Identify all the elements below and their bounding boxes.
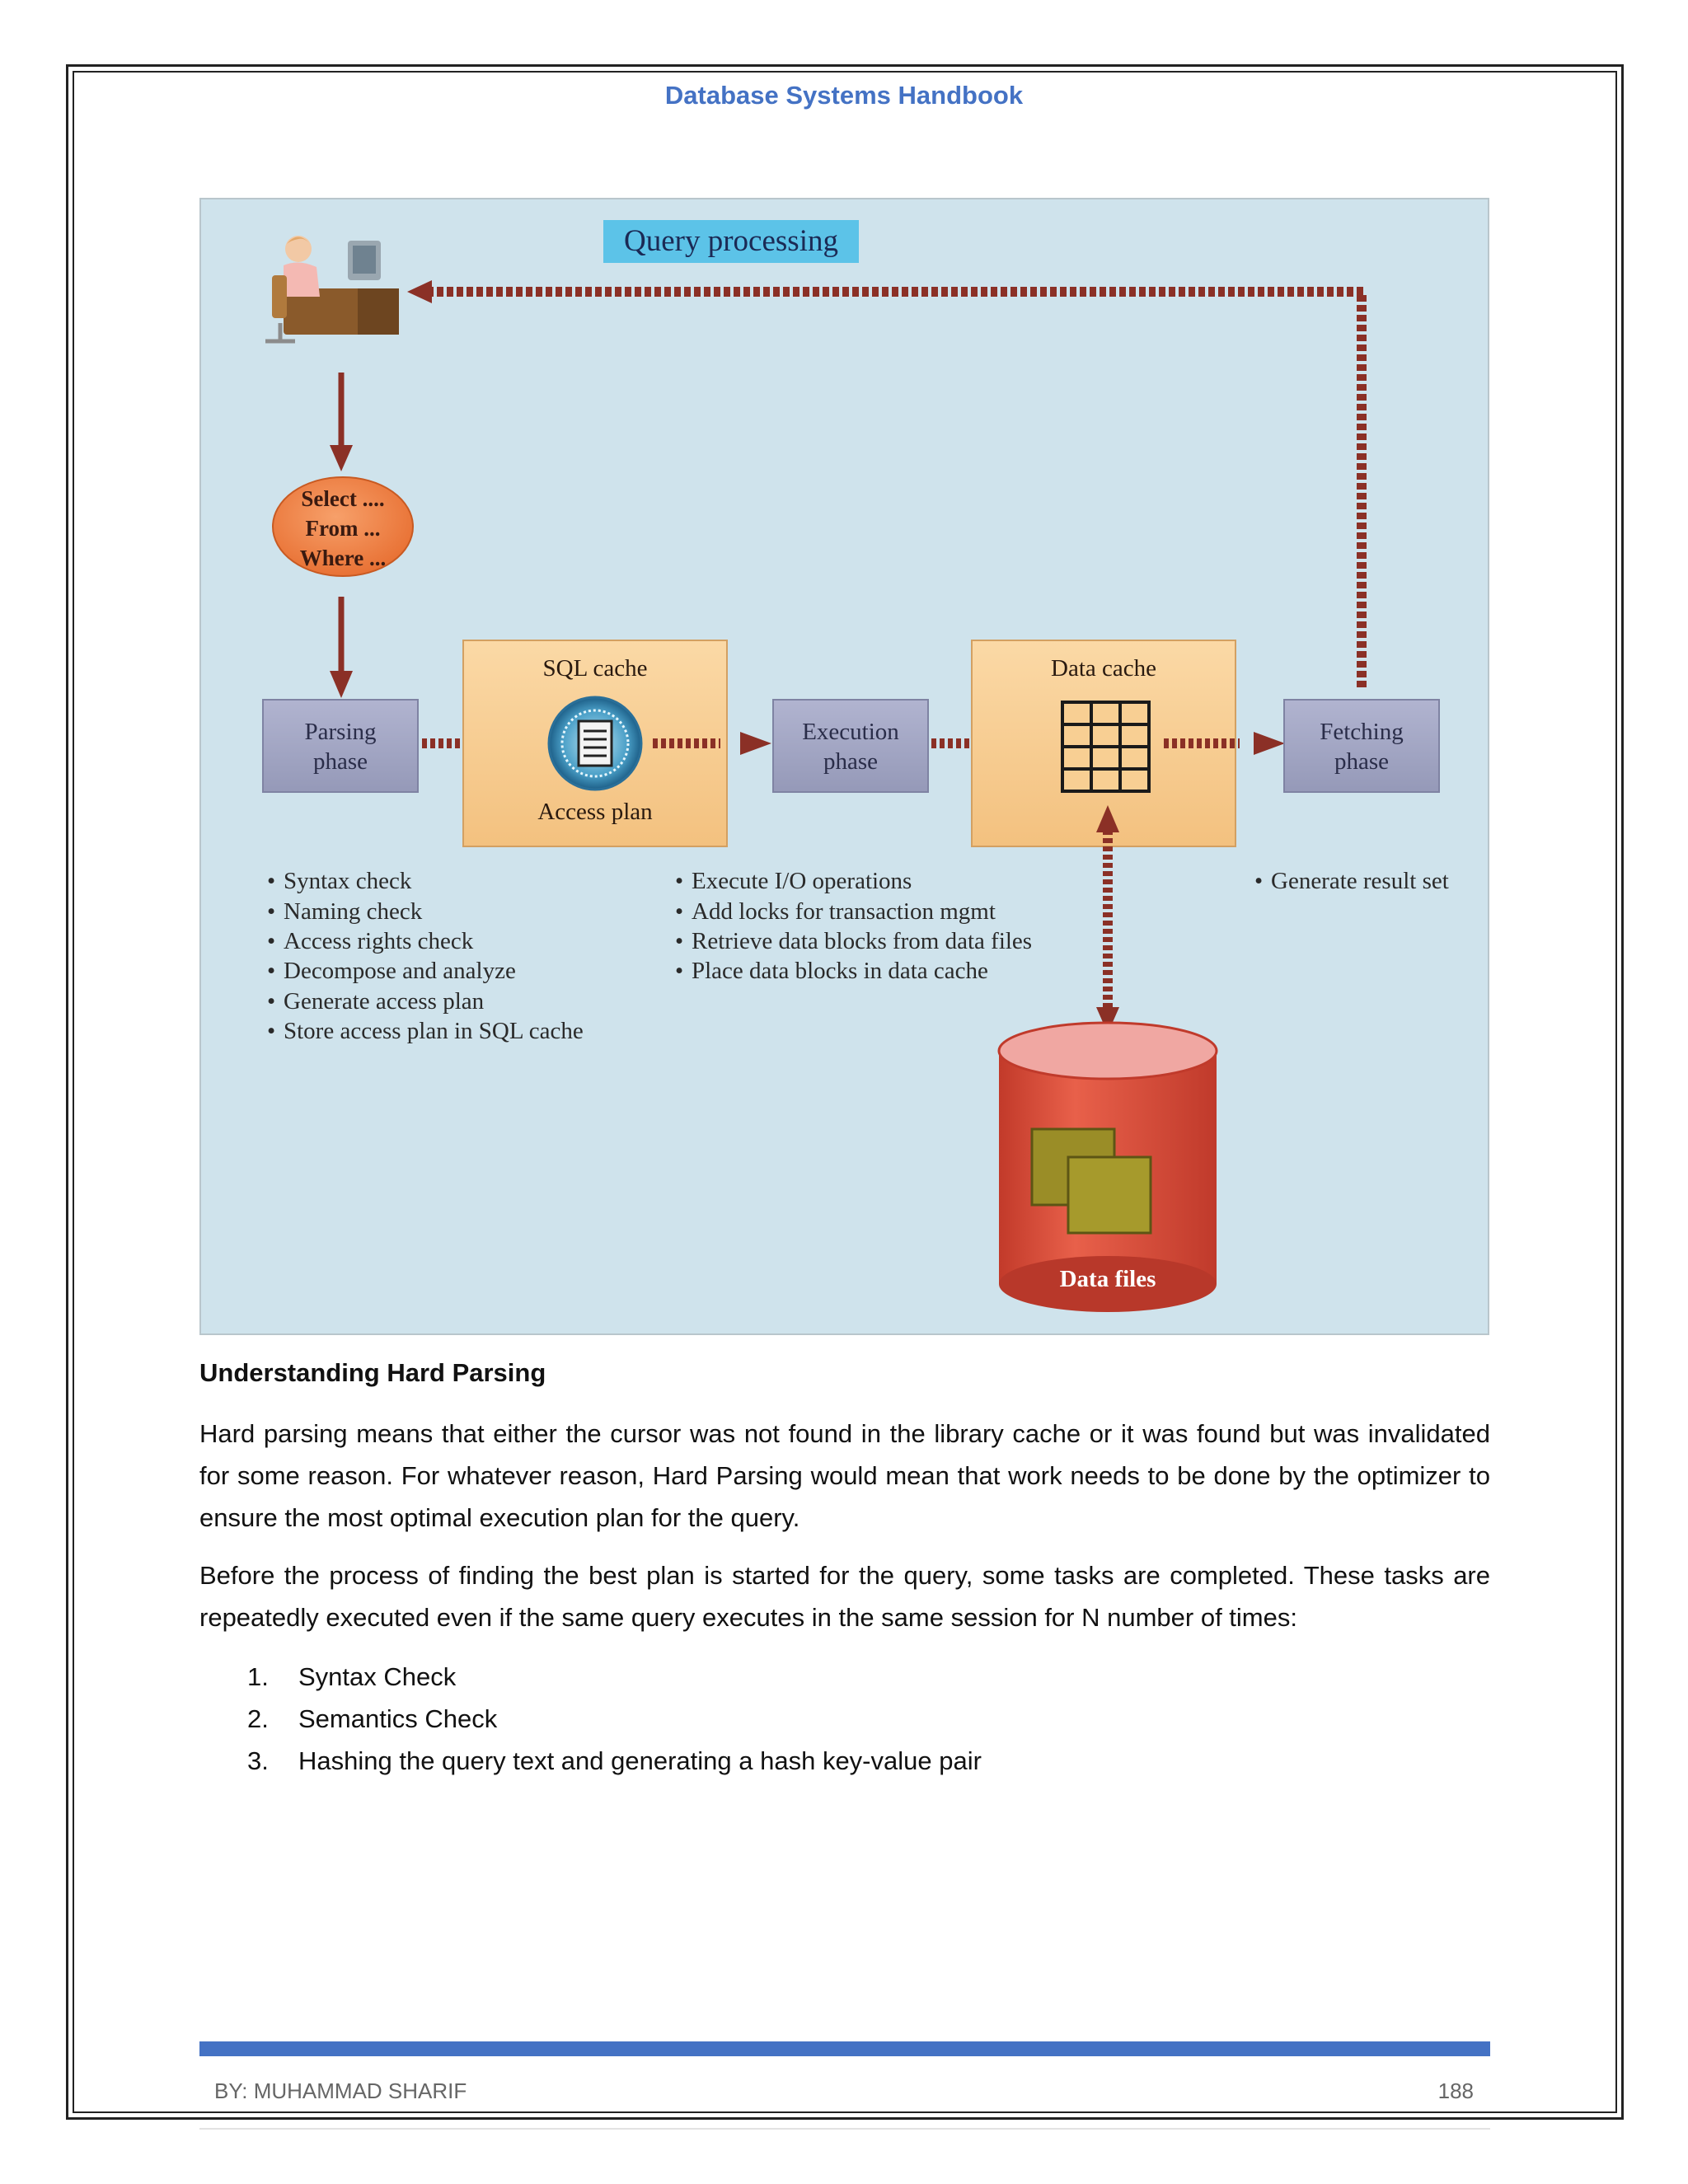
parsing-bullet: Store access plan in SQL cache [284,1018,584,1044]
list-item-number: 3. [247,1746,269,1775]
svg-text:•: • [675,928,683,954]
parsing-bullet: Naming check [284,898,423,925]
fetching-bullet: Generate result set [1271,868,1449,894]
list-item-text: Semantics Check [298,1704,498,1733]
sql-line-select: Select .... [301,486,384,511]
fetching-bullets: • Generate result set [1254,868,1449,894]
execution-phase-line2: phase [823,748,878,775]
query-processing-figure: Query processing Select .... From ... Wh… [199,198,1489,1335]
data-cache-label: Data cache [1051,655,1156,682]
list-item-number: 2. [247,1704,269,1733]
file-block-icon [1030,1127,1152,1235]
sql-query-oval [272,476,414,577]
paragraph-tasks: Before the process of finding the best p… [199,1561,1490,1632]
footer-author: BY: MUHAMMAD SHARIF [214,2079,467,2103]
parsing-phase-box [262,699,419,793]
access-plan-label: Access plan [537,799,653,825]
page-border-inner [73,71,1617,2113]
figure-title: Query processing [624,224,838,258]
parsing-bullet: Decompose and analyze [284,958,516,984]
user-at-desk-icon [265,236,399,344]
svg-text:•: • [675,898,683,925]
fetching-phase-line1: Fetching [1320,719,1404,745]
execution-bullets: • Execute I/O operations • Add locks for t… [675,868,1032,984]
parsing-bullets: • Syntax check • Naming check • Access righ… [267,868,584,1044]
page-border-outer [66,64,1624,2120]
access-plan-icon [547,696,643,791]
parsing-phase-line2: phase [313,748,368,775]
parsing-bullet: Access rights check [284,928,474,954]
execution-bullet: Execute I/O operations [692,868,912,894]
footer-bar [199,2041,1490,2056]
parsing-bullet: Syntax check [284,868,412,894]
execution-bullet: Add locks for transaction mgmt [692,898,996,925]
parsing-phase-line1: Parsing [305,719,377,745]
data-files-cylinder [997,1021,1218,1312]
execution-phase-box [772,699,929,793]
fetching-phase-line2: phase [1334,748,1389,775]
svg-text:•: • [267,1018,275,1044]
footer-page-number: 188 [1437,2079,1474,2103]
svg-text:•: • [267,868,275,894]
data-files-label: Data files [1060,1266,1156,1292]
svg-text:•: • [267,988,275,1015]
svg-text:•: • [675,868,683,894]
section-heading: Understanding Hard Parsing [199,1358,546,1387]
sql-line-from: From ... [306,516,381,541]
return-arrowhead [407,280,432,303]
execution-bullet: Retrieve data blocks from data files [692,928,1032,954]
footer-rule [199,2128,1490,2130]
fetching-phase-box [1283,699,1440,793]
sql-cache-label: SQL cache [543,655,648,682]
list-item-text: Syntax Check [298,1662,457,1691]
page-header-title: Database Systems Handbook [664,81,1024,110]
parsing-bullet: Generate access plan [284,988,485,1015]
execution-bullet: Place data blocks in data cache [692,958,988,984]
sql-line-where: Where ... [300,546,386,570]
svg-text:•: • [267,958,275,984]
paragraph-hard-parsing: Hard parsing means that either the curso… [199,1419,1490,1532]
data-cache-grid-icon [1061,701,1151,793]
list-item-number: 1. [247,1662,269,1691]
execution-phase-line1: Execution [802,719,899,745]
figure-title-background [603,220,859,263]
svg-text:•: • [1254,868,1263,894]
list-item-text: Hashing the query text and generating a … [298,1746,982,1775]
svg-text:•: • [675,958,683,984]
svg-text:•: • [267,928,275,954]
svg-text:•: • [267,898,275,925]
